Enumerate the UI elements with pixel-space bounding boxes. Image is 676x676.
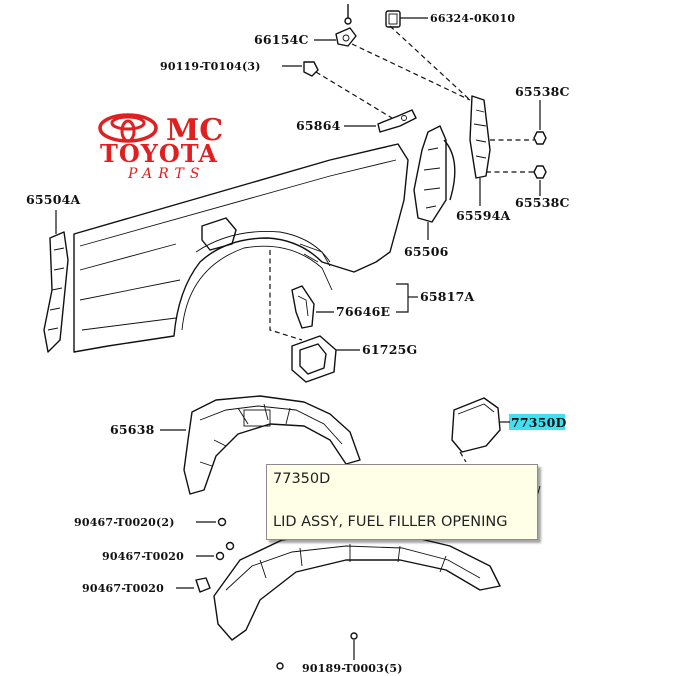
tooltip-part-description: LID ASSY, FUEL FILLER OPENING (273, 514, 508, 530)
part-label-65638[interactable]: 65638 (110, 422, 155, 437)
part-label-90467-t0020-b[interactable]: 90467-T0020 (82, 582, 164, 595)
mc-toyota-parts-logo: MC TOYOTA PARTS (98, 113, 223, 182)
part-label-90119[interactable]: 90119-T0104(3) (160, 60, 261, 73)
part-66324-shape[interactable] (385, 10, 401, 28)
part-65638-shape[interactable] (183, 395, 361, 495)
part-65506-shape[interactable] (413, 125, 456, 223)
clip-90467-a-shape[interactable] (215, 541, 235, 561)
part-label-65538c-bottom[interactable]: 65538C (515, 195, 570, 210)
logo-mc-text: MC (166, 113, 223, 148)
logo-toyota-text: TOYOTA (100, 139, 218, 168)
part-label-66154c[interactable]: 66154C (254, 32, 309, 47)
nut-65538c-top-shape[interactable] (533, 131, 547, 145)
bed-side-panel (73, 143, 409, 353)
part-label-65504a[interactable]: 65504A (26, 192, 80, 207)
part-66154c-shape[interactable] (335, 27, 357, 47)
screw-90189-shape[interactable] (276, 632, 358, 670)
part-label-76646e[interactable]: 76646E (336, 304, 390, 319)
part-61725g-shape[interactable] (291, 335, 337, 383)
part-65504a-shape[interactable] (43, 231, 69, 353)
part-label-90467-t0020-a[interactable]: 90467-T0020 (102, 550, 184, 563)
nut-65538c-bottom-shape[interactable] (533, 165, 547, 179)
part-label-66324[interactable]: 66324-0K010 (430, 12, 515, 25)
part-label-90467-t0020-2[interactable]: 90467-T0020(2) (74, 516, 175, 529)
part-label-61725g[interactable]: 61725G (362, 342, 417, 357)
logo-parts-text: PARTS (127, 166, 205, 182)
part-tooltip: 77350D LID ASSY, FUEL FILLER OPENING (266, 464, 538, 540)
part-76646e-shape[interactable] (291, 285, 315, 329)
clip-90467-b-shape[interactable] (195, 577, 211, 593)
part-label-65506[interactable]: 65506 (404, 244, 449, 259)
part-label-65538c-top[interactable]: 65538C (515, 84, 570, 99)
part-label-77350d[interactable]: 77350D (511, 415, 567, 430)
bolt-top (344, 4, 352, 25)
part-label-90189[interactable]: 90189-T0003(5) (302, 662, 403, 675)
clip-90467-2-shape[interactable] (217, 517, 227, 527)
bolt-90119-shape[interactable] (303, 61, 319, 77)
part-label-65594a[interactable]: 65594A (456, 208, 510, 223)
tooltip-part-code: 77350D (273, 471, 331, 487)
toyota-emblem-icon (98, 113, 158, 143)
part-77350d-highlight (509, 414, 565, 430)
part-65594a-shape[interactable] (469, 95, 491, 179)
part-65864-shape[interactable] (377, 109, 417, 133)
part-label-65864[interactable]: 65864 (296, 118, 341, 133)
part-label-65817a[interactable]: 65817A (420, 289, 474, 304)
part-77350d-shape[interactable] (451, 397, 501, 453)
